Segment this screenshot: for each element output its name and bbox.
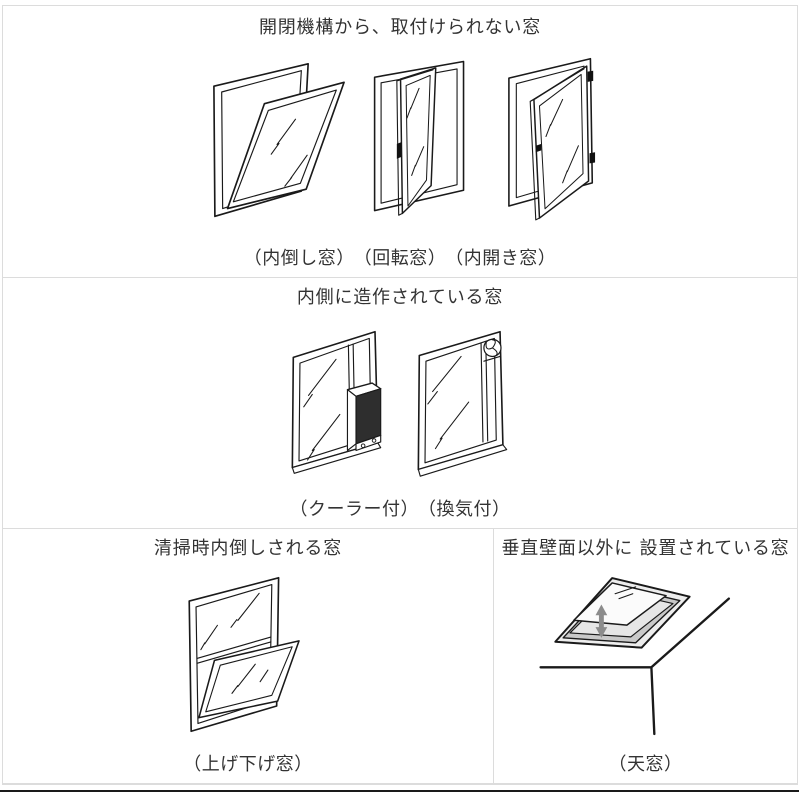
section-interior: 内側に造作されている窓	[3, 278, 797, 529]
label-pivot-window: （回転窓）	[362, 248, 447, 269]
section-nonvertical-title: 垂直壁面以外に 設置されている窓	[501, 538, 790, 559]
cooler-equipped-window-figure	[291, 331, 382, 475]
interior-figures	[280, 327, 520, 479]
label-tilt-in-window: （内倒し窓）	[243, 248, 355, 269]
section-bottom: 清掃時内倒しされる窓 （上げ下げ窓） 垂直壁面以外に 設置されている窓	[3, 529, 797, 784]
section-cleaning: 清掃時内倒しされる窓 （上げ下げ窓）	[3, 529, 494, 783]
section-cleaning-title: 清掃時内倒しされる窓	[154, 538, 342, 559]
label-skylight-window: （天窓）	[608, 754, 683, 775]
interior-labels: （クーラー付） （換気付）	[286, 495, 515, 521]
mechanism-figures	[177, 55, 623, 231]
inward-opening-window-figure	[508, 57, 596, 221]
section-interior-title: 内側に造作されている窓	[296, 287, 504, 308]
section-mechanism: 開閉機構から、取付けられない窓	[3, 6, 797, 278]
label-inward-opening-window: （内開き窓）	[454, 248, 557, 269]
tilt-in-window-figure	[213, 62, 345, 217]
double-hung-window-figure	[188, 577, 300, 733]
skylight-window-figure	[538, 576, 730, 735]
label-cooler-window: （クーラー付）	[289, 499, 419, 520]
window-types-table: 開閉機構から、取付けられない窓	[2, 5, 798, 785]
label-double-hung-window: （上げ下げ窓）	[183, 754, 313, 775]
pivot-window-figure	[373, 60, 465, 216]
open-direction-arrow	[598, 614, 604, 628]
section-mechanism-title: 開閉機構から、取付けられない窓	[259, 17, 541, 38]
bottom-divider-rule	[0, 790, 799, 792]
mechanism-labels: （内倒し窓） （回転窓） （内開き窓）	[240, 244, 561, 270]
section-nonvertical: 垂直壁面以外に 設置されている窓 （天窓）	[494, 529, 797, 783]
ventilation-equipped-window-figure	[417, 331, 508, 477]
label-ventilation-window: （換気付）	[427, 499, 511, 520]
